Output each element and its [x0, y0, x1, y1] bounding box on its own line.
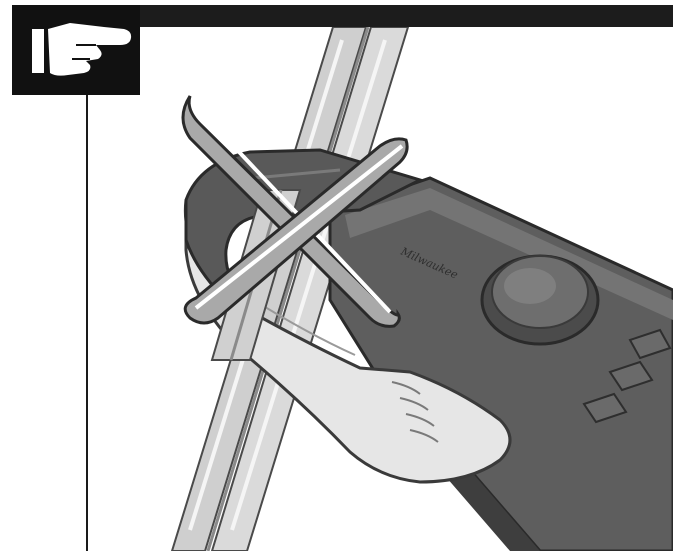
- x-mark-icon: [181, 95, 409, 328]
- header-bar: [140, 5, 673, 27]
- rotary-dial: [480, 254, 600, 346]
- pointing-hand-icon: [12, 5, 140, 95]
- left-margin-rule: [86, 95, 88, 551]
- meter-buttons: [582, 328, 672, 424]
